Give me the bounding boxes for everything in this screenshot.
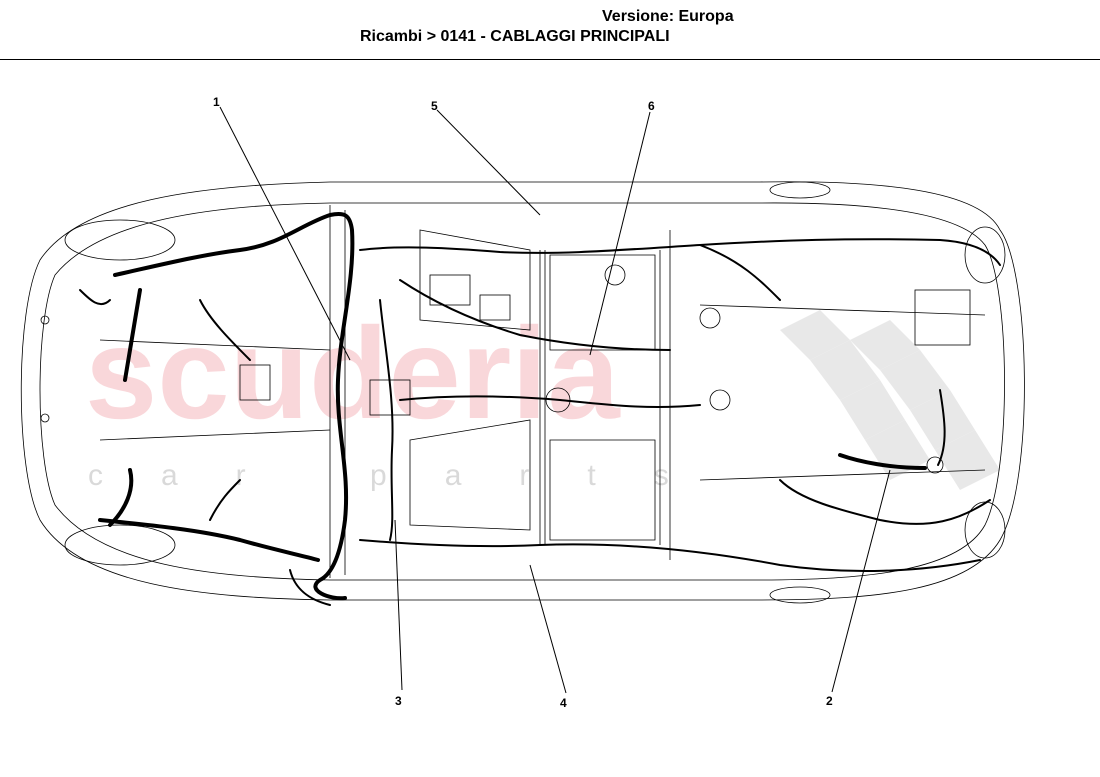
harness-secondary (79, 238, 1001, 606)
car-body-outline (20, 181, 1025, 604)
callout-5: 5 (431, 99, 438, 113)
harness-main (98, 211, 927, 601)
callout-leaders (219, 106, 891, 694)
callout-3: 3 (395, 694, 402, 708)
watermark-tagline: car parts (88, 459, 727, 492)
callout-4: 4 (560, 696, 567, 710)
watermark-checker (780, 310, 1000, 490)
header-divider (0, 59, 1100, 60)
breadcrumb-title: Ricambi > 0141 - CABLAGGI PRINCIPALI (360, 28, 670, 45)
callout-6: 6 (648, 99, 655, 113)
callout-2: 2 (826, 694, 833, 708)
wiring-diagram: scuderia car parts (20, 95, 1025, 710)
callout-1: 1 (213, 95, 220, 109)
watermark-brand: scuderia (85, 300, 621, 446)
version-label: Versione: Europa (602, 8, 734, 25)
page-header: Versione: Europa Ricambi > 0141 - CABLAG… (0, 0, 1100, 60)
